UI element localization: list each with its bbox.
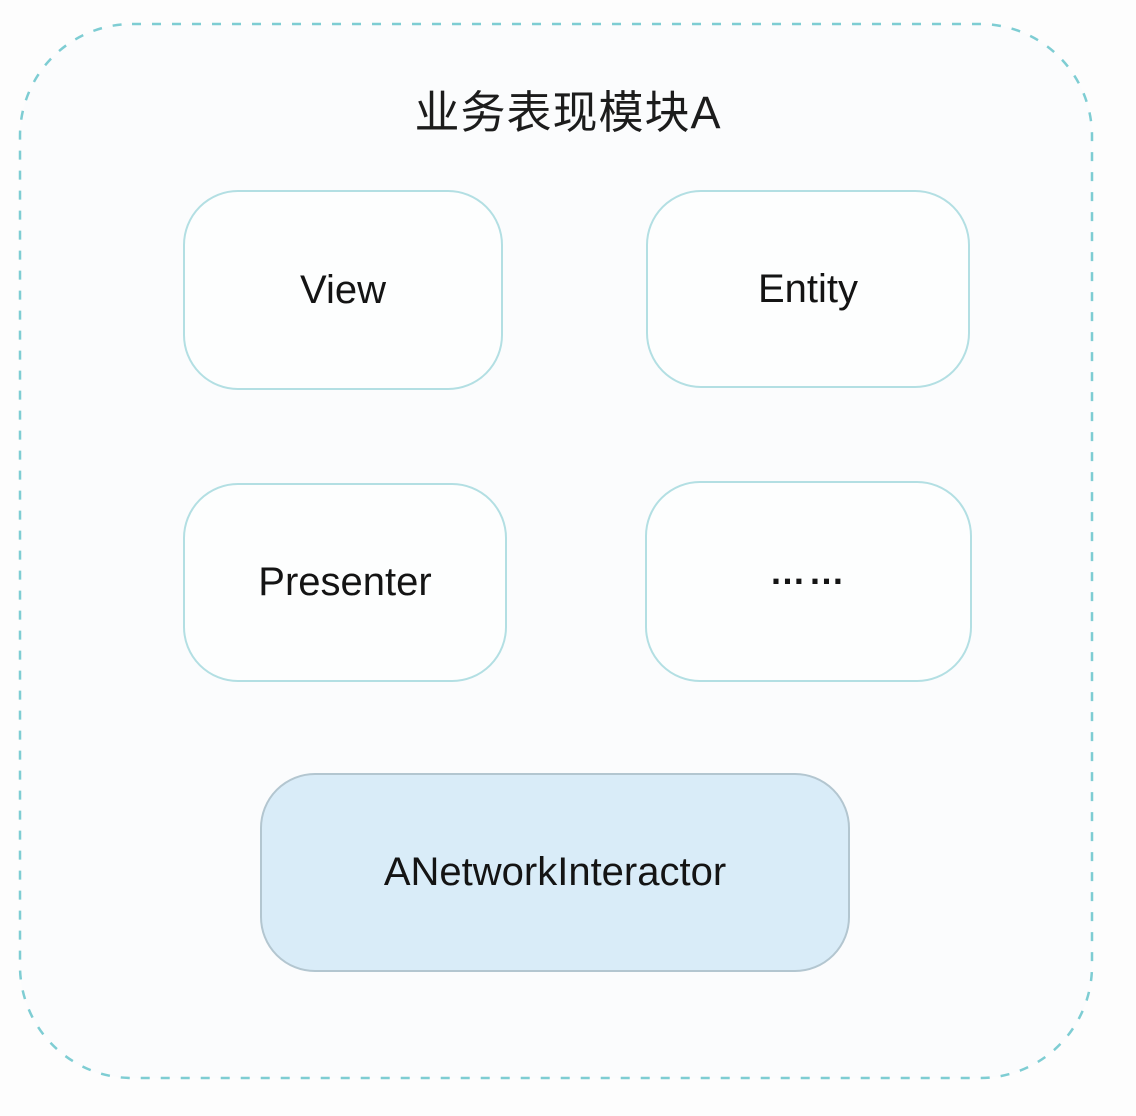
module-box-view: View — [183, 190, 503, 390]
module-a-title-text: 业务表现模块A — [414, 87, 722, 138]
module-a-title: 业务表现模块A — [0, 76, 1136, 141]
module-label-entity: Entity — [757, 266, 859, 311]
module-box-others: …… — [645, 481, 972, 682]
module-box-anetworkinteractor: ANetworkInteractor — [260, 773, 850, 972]
module-box-entity: Entity — [646, 190, 970, 388]
module-label-presenter: Presenter — [258, 560, 432, 604]
module-label-others-ellipsis: …… — [769, 550, 848, 592]
module-label-view: View — [300, 267, 386, 312]
module-box-presenter: Presenter — [183, 483, 507, 682]
module-label-anetworkinteractor: ANetworkInteractor — [383, 850, 727, 894]
